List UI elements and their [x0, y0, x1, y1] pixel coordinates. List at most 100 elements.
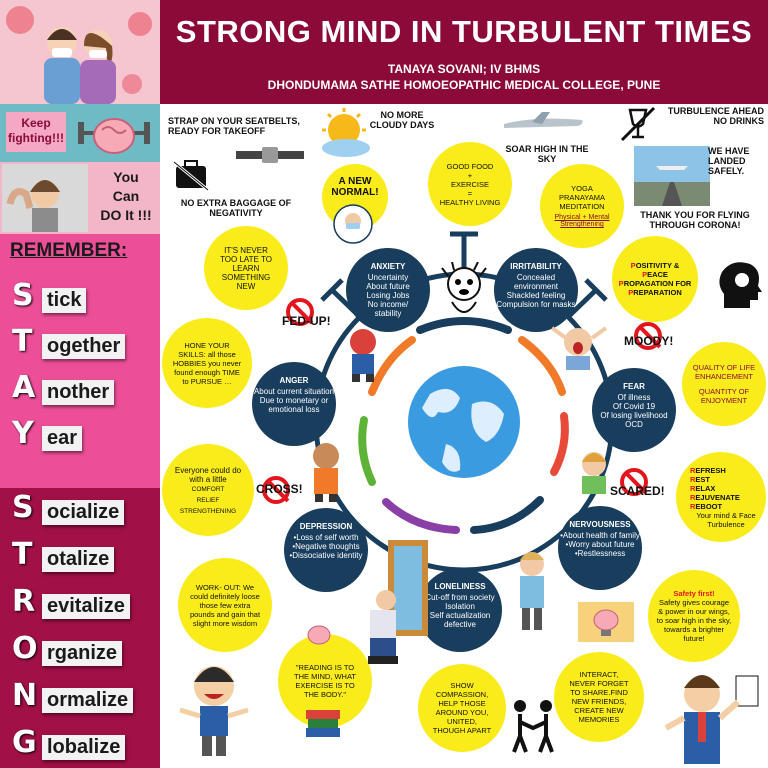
soar-caption: SOAR HIGH IN THE SKY [505, 144, 589, 164]
hone-text: HONE YOUR SKILLS: all those HOBBIES you … [172, 340, 242, 386]
seatbelts-caption: STRAP ON YOUR SEATBELTS, READY FOR TAKEO… [168, 116, 300, 136]
strong-word-globalize: lobalize [42, 735, 126, 760]
brain-lightbulb-icon [578, 602, 634, 642]
food-line: GOOD FOOD [446, 161, 494, 171]
turbulence-caption: TURBULENCE AHEAD NO DRINKS [667, 106, 764, 126]
fear-line: Of illness [617, 393, 651, 402]
loneliness-line: Isolation [445, 602, 475, 611]
prohibition-icon [634, 322, 662, 350]
depression-bubble: DEPRESSION •Loss of self worth •Negative… [284, 508, 368, 592]
yoga-note: Physical + Mental Strengthening [554, 214, 610, 228]
man-with-paper-icon [664, 675, 759, 764]
you-text: You [113, 169, 139, 185]
anger-bubble: ANGER About current situation Due to mon… [252, 362, 336, 446]
peace-word: EACE [647, 270, 668, 279]
comfort-line: RELIEF [196, 496, 220, 504]
irritability-title: IRRITABILITY [510, 262, 562, 271]
strong-letter-t: T [12, 537, 33, 572]
comfort-line: STRENGTHENING [179, 507, 237, 515]
nervousness-bubble: NERVOUSNESS •About health of family •Wor… [558, 506, 642, 590]
comfort-line: Everyone could do with a little [174, 465, 242, 484]
no-drinks-icon [620, 106, 656, 142]
fear-title: FEAR [623, 382, 645, 391]
college-line: DHONDUMAMA SATHE HOMOEOPATHIC MEDICAL CO… [267, 78, 661, 92]
loneliness-line: Self actualization defective [429, 611, 491, 629]
page-title: STRONG MIND IN TURBULENT TIMES [175, 14, 753, 49]
safety-title: Safety first! [673, 589, 715, 598]
yoga-line: PRANAYAMA [559, 193, 605, 202]
angry-man-icon [350, 329, 376, 382]
strong-letter-r: R [12, 584, 36, 619]
strong-word-revitalize: evitalize [42, 594, 130, 619]
stay-word-stick: tick [42, 288, 87, 313]
landed-caption: WE HAVE LANDED SAFELY. [708, 146, 750, 176]
masked-couple-icon [6, 6, 152, 104]
stay-letter-a: A [12, 370, 36, 405]
prohibition-icon [262, 476, 290, 504]
anxiety-line: No income/ [367, 300, 409, 309]
irritability-line: Shackled feeling [506, 291, 566, 300]
head-brain-icon [719, 262, 762, 308]
books-icon [306, 710, 340, 737]
header-illustration [0, 0, 160, 104]
interact-bubble: INTERACT, NEVER FORGET TO SHARE.FIND NEW… [554, 652, 644, 742]
anger-line: About current situation [253, 387, 335, 396]
refresh-word: EBOOT [695, 501, 723, 511]
stay-word-together: ogether [42, 334, 126, 359]
peace-letter: P [630, 261, 636, 270]
refresh-word: ELAX [695, 483, 716, 493]
good-food-bubble: GOOD FOOD + EXERCISE = HEALTHY LIVING [428, 142, 512, 226]
irritability-line: Concealed environment [513, 273, 559, 291]
no-baggage-icon [173, 160, 209, 192]
food-line: = [467, 188, 473, 198]
refresh-word: EFRESH [695, 465, 726, 475]
moody-caption: MOODY! [624, 334, 674, 348]
sad-man-window-icon [368, 540, 428, 664]
workout-bubble: WORK- OUT: We could definitely loose tho… [178, 558, 272, 652]
strong-panel [0, 488, 160, 768]
quality-bubble: QUALITY OF LIFE ENHANCEMENT QUANTITY OF … [682, 342, 766, 426]
anxiety-bubble: ANXIETY Uncertainty About future Losing … [346, 248, 430, 332]
peace-word: REPARATION [633, 288, 682, 297]
peace-bubble: POSITIVITY & PEACE PROPAGATION FOR PREPA… [612, 236, 698, 322]
seatbelt-icon [236, 147, 304, 163]
cloudy-caption: NO MORE CLOUDY DAYS [369, 110, 435, 130]
depression-line: •Loss of self worth [293, 533, 359, 542]
food-line: HEALTHY LIVING [439, 197, 501, 207]
nervousness-line: •Worry about future [565, 540, 635, 549]
flexing-woman-icon [2, 164, 88, 232]
prohibition-icon [620, 468, 648, 496]
strong-word-organize: rganize [42, 641, 123, 666]
globe-icon [408, 366, 520, 478]
strong-word-totalize: otalize [42, 547, 115, 572]
never-late-bubble: IT'S NEVER TOO LATE TO LEARN SOMETHING N… [204, 226, 288, 310]
do-it-text: DO It !!! [100, 207, 152, 223]
strong-word-socialize: ocialize [42, 500, 125, 525]
fear-line: Of losing livelihood [600, 411, 668, 420]
food-line: + [467, 170, 473, 180]
screaming-kid-icon [550, 326, 608, 370]
stay-letter-s: S [12, 278, 34, 313]
strong-letter-o: O [12, 631, 38, 666]
food-line: EXERCISE [451, 179, 489, 189]
stressed-person-icon [441, 262, 487, 313]
stay-letter-t: T [12, 324, 33, 359]
you-can-do-it-panel: You Can DO It !!! [0, 162, 160, 234]
safety-bubble: Safety first! Safety gives courage & pow… [648, 570, 740, 662]
worried-man-icon [520, 552, 544, 630]
brain-dumbbell-icon [78, 118, 150, 154]
nervousness-line: •Restlessness [574, 549, 626, 558]
strong-word-normalize: ormalize [42, 688, 134, 713]
stay-letter-y: Y [12, 416, 34, 451]
loneliness-bubble: LONELINESS Cut-off from society Isolatio… [418, 568, 502, 652]
workout-text: WORK- OUT: We could definitely loose tho… [189, 582, 261, 628]
peace-letter: P [642, 270, 648, 279]
happy-boy-icon [179, 666, 249, 756]
never-late-text: IT'S NEVER TOO LATE TO LEARN SOMETHING N… [220, 245, 272, 291]
runway-icon [634, 146, 710, 206]
anger-title: ANGER [279, 376, 309, 385]
new-normal-text: A NEW NORMAL! [331, 176, 379, 198]
anxiety-line: Uncertainty [367, 273, 409, 282]
loneliness-title: LONELINESS [434, 582, 486, 591]
author-line: TANAYA SOVANI; IV BHMS [387, 62, 541, 76]
